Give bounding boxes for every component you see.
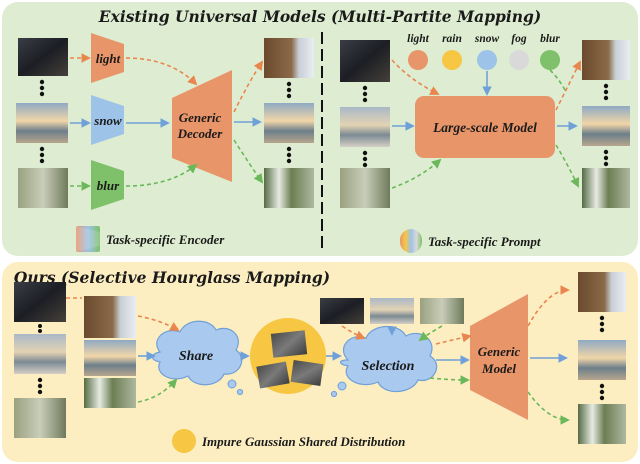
bottom-arrows	[66, 285, 570, 425]
noise-image-3	[290, 360, 324, 386]
prompt-output-beach	[582, 106, 630, 146]
output-image-beach	[264, 103, 314, 143]
bottom-input-stack	[14, 282, 66, 438]
bottom-input-dark	[14, 282, 66, 322]
noise-image-1	[270, 330, 308, 358]
bottom-clean-forest	[84, 378, 136, 408]
prompt-output-forest	[582, 168, 630, 208]
selection-thumb-beach	[370, 298, 414, 324]
top-left-outputs	[264, 38, 314, 208]
generic-decoder	[172, 70, 232, 182]
input-image-snowy-beach	[16, 103, 68, 143]
encoder-snow-label: snow	[93, 113, 122, 128]
bottom-clean-door	[84, 296, 136, 338]
prompt-circles	[408, 50, 560, 70]
bottom-panel-title: Ours (Selective Hourglass Mapping)	[14, 268, 330, 287]
large-scale-model	[415, 96, 555, 158]
bottom-input-beach	[14, 334, 66, 374]
top-right-arrows	[391, 59, 581, 189]
prompt-legend-icon	[400, 229, 422, 253]
large-scale-model-label: Large-scale Model	[432, 120, 537, 135]
output-image-forest	[264, 168, 314, 208]
prompt-label-snow: snow	[474, 33, 500, 45]
bottom-clean-beach	[84, 340, 136, 376]
encoder-snow	[91, 95, 124, 145]
prompt-input-forest	[340, 168, 390, 208]
distribution-legend-label: Impure Gaussian Shared Distribution	[201, 434, 405, 449]
prompt-circle-light	[408, 50, 428, 70]
bottom-input-forest	[14, 398, 66, 438]
encoder-light	[91, 33, 124, 83]
encoder-blur	[91, 160, 124, 210]
prompt-legend-label: Task-specific Prompt	[428, 234, 541, 249]
selection-cloud: Selection	[330, 325, 438, 398]
output-image-door	[264, 38, 314, 78]
top-left-inputs	[16, 38, 68, 208]
model-label-line2: Model	[481, 361, 516, 376]
prompt-label-blur: blur	[540, 33, 560, 45]
prompt-label-fog: fog	[511, 33, 527, 45]
model-label-line1: Generic	[478, 344, 521, 359]
encoder-light-label: light	[96, 51, 121, 66]
top-left-arrows	[70, 53, 264, 191]
bottom-output-forest	[578, 404, 626, 444]
prompt-input-beach	[340, 107, 390, 147]
top-right-inputs	[340, 40, 390, 208]
input-image-blurry-forest	[18, 168, 68, 208]
encoder-legend-icon	[76, 226, 100, 252]
decoder-label-line2: Decoder	[177, 126, 224, 141]
input-image-dark	[18, 38, 68, 76]
bottom-output-beach	[578, 340, 626, 380]
bottom-output-door	[578, 272, 626, 312]
prompt-input-dark	[340, 40, 390, 82]
encoder-blur-label: blur	[97, 178, 120, 193]
prompt-circle-snow	[477, 50, 497, 70]
prompt-circle-blur	[540, 50, 560, 70]
encoder-legend-label: Task-specific Encoder	[106, 232, 225, 247]
prompt-label-light: light	[407, 33, 430, 45]
prompt-labels: light rain snow fog blur	[407, 33, 560, 45]
selection-thumb-dark	[320, 298, 364, 324]
noise-image-2	[256, 361, 290, 389]
generic-model	[470, 294, 528, 420]
prompt-circle-fog	[509, 50, 529, 70]
prompt-label-rain: rain	[442, 33, 462, 45]
distribution-legend-icon	[172, 429, 196, 453]
share-label: Share	[179, 349, 213, 364]
selection-thumbnails	[320, 298, 464, 324]
selection-label: Selection	[362, 359, 415, 374]
bottom-output-stack	[578, 272, 626, 444]
bottom-clean-stack	[84, 296, 136, 408]
prompt-output-door	[582, 40, 630, 80]
prompt-circle-rain	[442, 50, 462, 70]
share-cloud: Share	[151, 320, 244, 396]
top-panel-title: Existing Universal Models (Multi-Partite…	[98, 7, 541, 26]
shared-distribution	[250, 318, 326, 394]
top-right-outputs	[582, 40, 630, 208]
selection-thumb-forest	[420, 298, 464, 324]
decoder-label-line1: Generic	[179, 110, 222, 125]
